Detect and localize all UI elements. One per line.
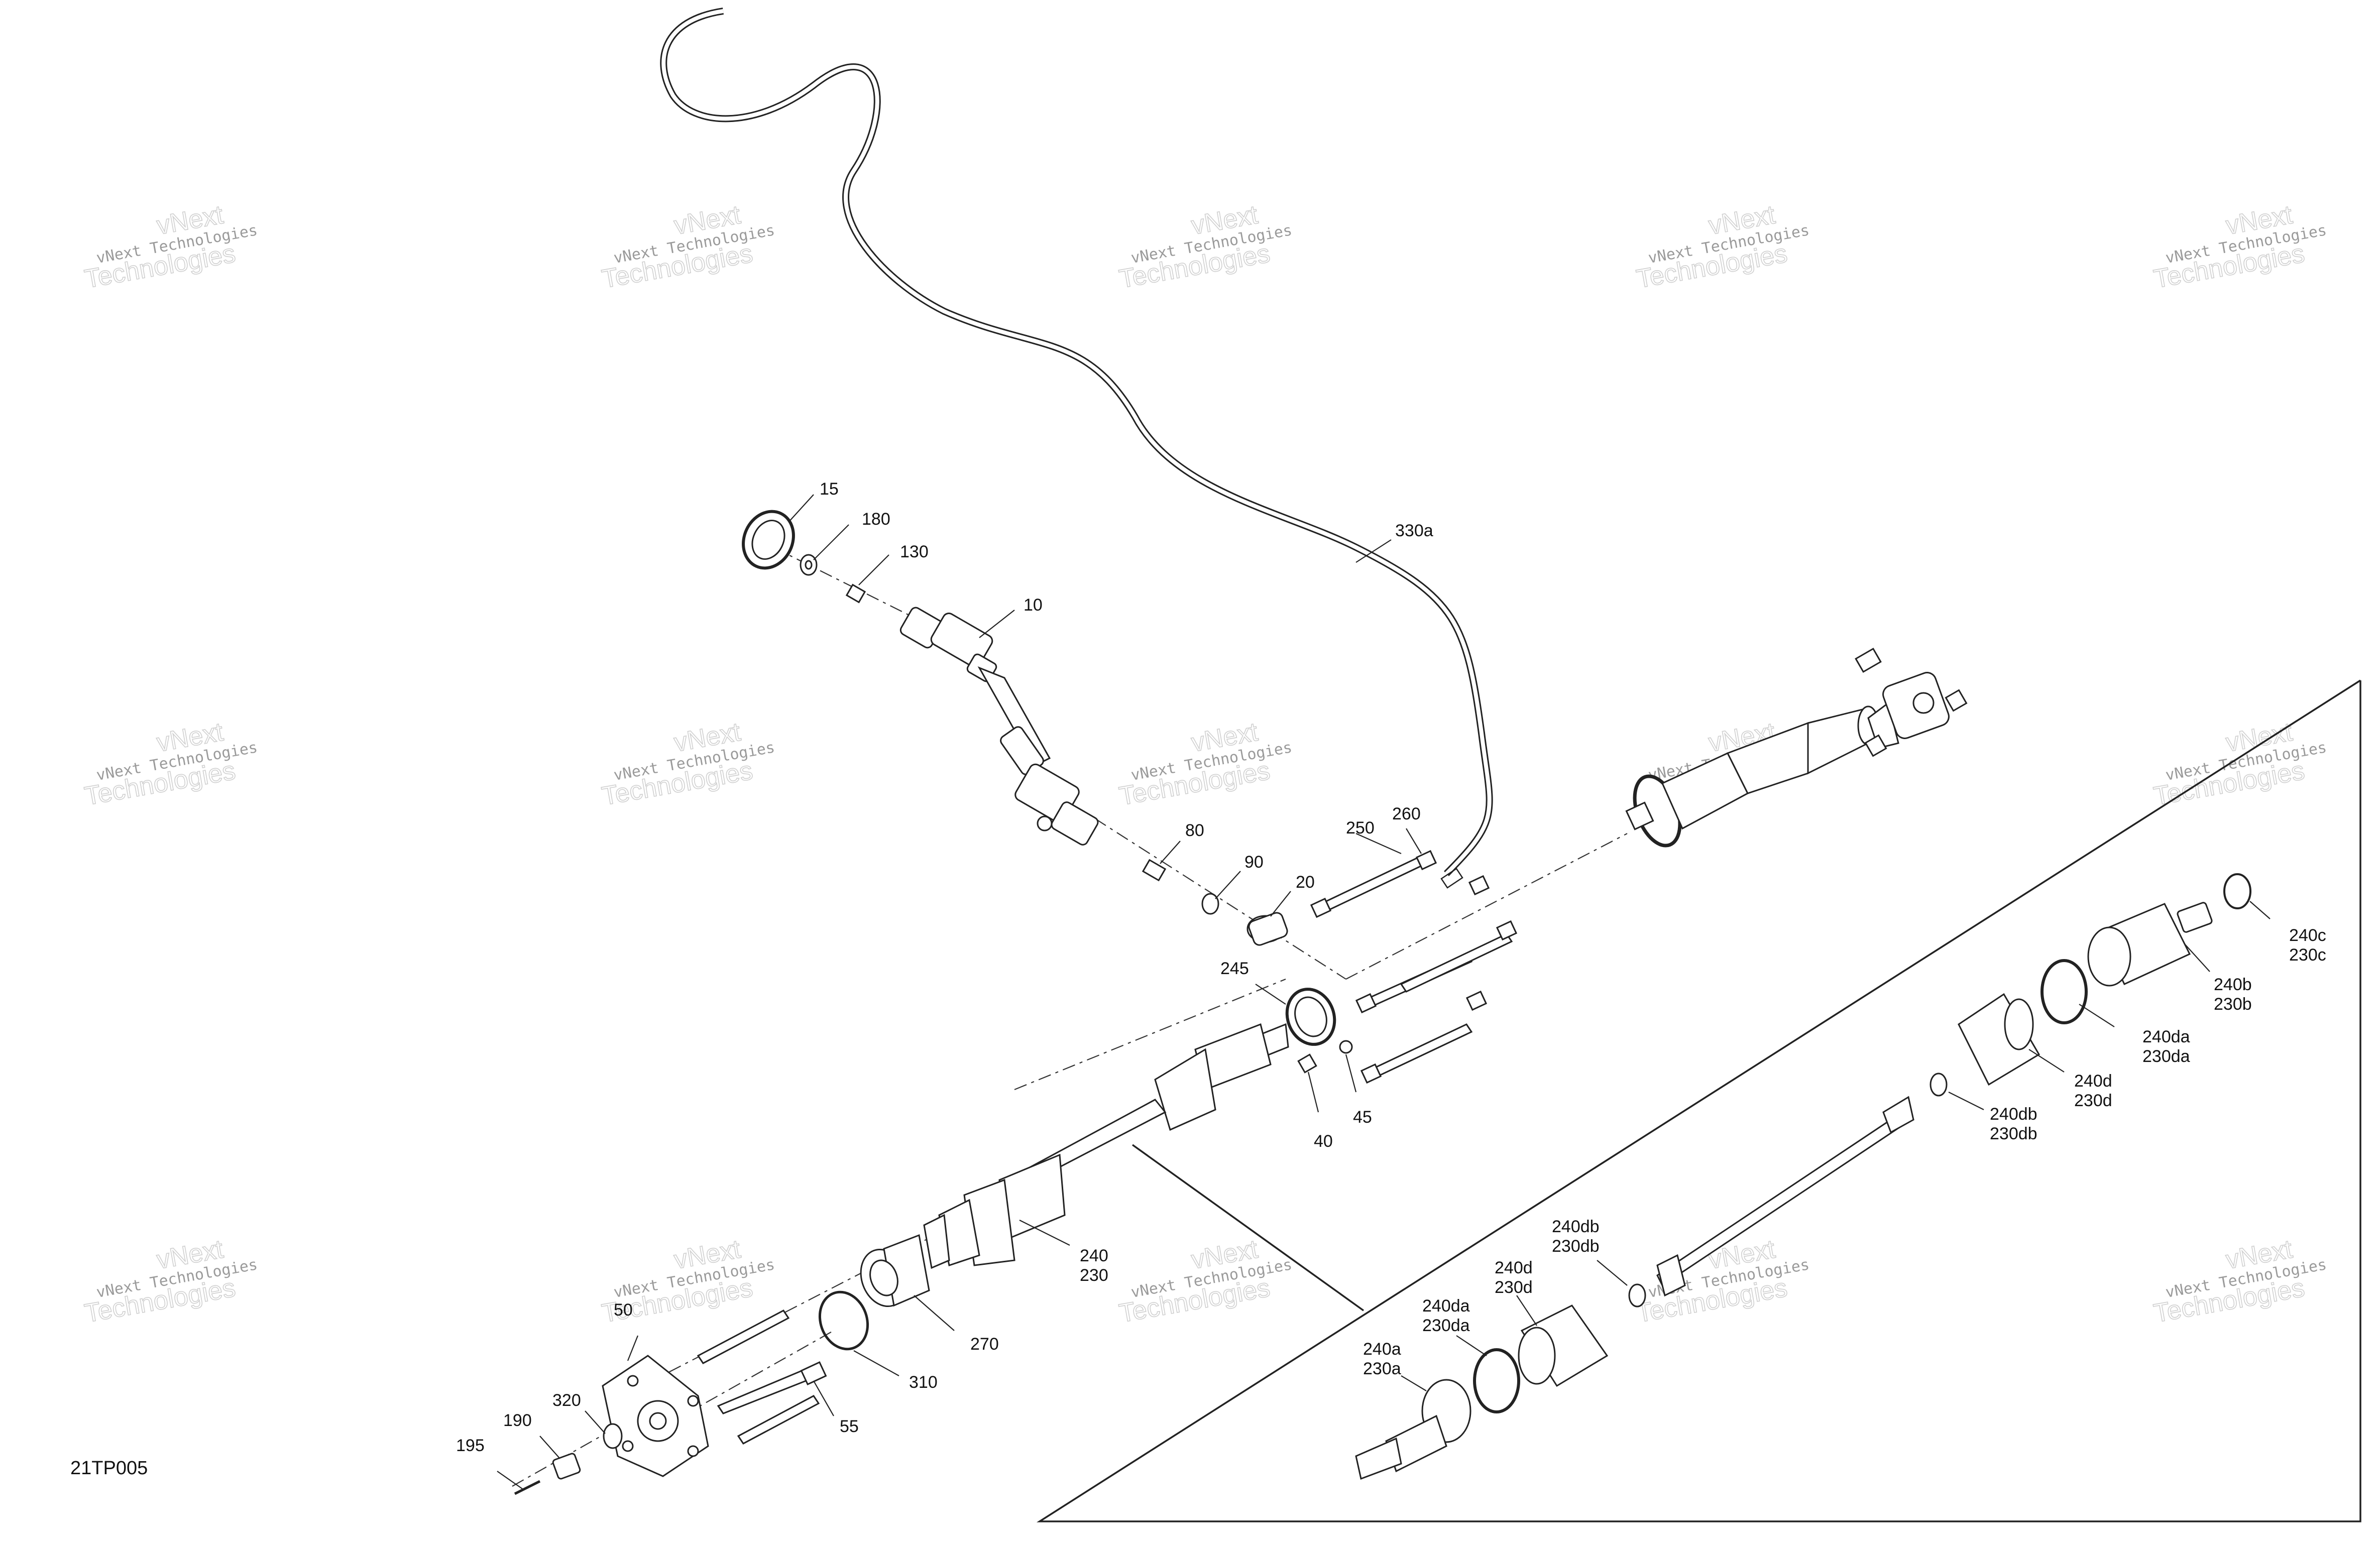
nut-190 [552,1453,581,1480]
callout-330a: 330a [1395,521,1433,540]
callout-260: 260 [1392,804,1421,823]
drawing-id: 21TP005 [70,1458,148,1479]
inset-axle-shaft [1656,1096,1914,1297]
hub-50 [602,1355,709,1477]
seal-15 [742,510,795,570]
callout-190: 190 [503,1411,532,1430]
inset-boot-240d-left [1518,1304,1609,1387]
hose-330a [660,8,1493,889]
clip-45 [1339,1040,1353,1054]
inset-clamp-240db-right [1930,1073,1948,1097]
bearing-270 [860,1234,930,1308]
detail-inset-frame [1036,679,2361,1522]
washer-90 [1201,893,1219,915]
callout-50: 50 [614,1300,633,1320]
snap-ring-310 [818,1290,869,1351]
nuts-260 [1415,850,1518,1011]
inset-clamp-240da-left [1473,1348,1520,1413]
callout-250: 250 [1346,818,1375,838]
bolt-80 [1142,859,1167,882]
callout-15: 15 [820,480,839,499]
callout-80: 80 [1185,821,1204,840]
callout-245: 245 [1220,959,1249,978]
callout-180: 180 [862,510,890,529]
inset-boot-ring-240c [2223,873,2251,909]
seal-245 [1285,988,1336,1046]
callout-40: 40 [1314,1132,1333,1151]
propeller-shaft-10 [899,607,1099,846]
callout-labels: 15 180 130 10 330a 80 90 20 250 260 245 … [456,480,2326,1455]
callout-10: 10 [1024,596,1043,615]
inset-clamp-240db-left [1628,1283,1646,1308]
callout-20: 20 [1296,873,1315,892]
callout-270: 270 [970,1335,999,1354]
callout-45: 45 [1353,1108,1372,1127]
inset-boot-240d-right [1958,993,2041,1086]
inset-cv-housing-240b [2087,902,2213,987]
bushing-20 [1246,912,1288,946]
callout-55: 55 [840,1417,859,1436]
inset-cv-joint-240a [1355,1379,1471,1480]
nut-40 [1297,1053,1317,1074]
bolt-130 [845,583,866,604]
washer-320 [603,1423,623,1449]
callout-130: 130 [900,542,929,561]
driveshaft-240 [923,1023,1289,1269]
studs-55 [697,1310,827,1445]
driveshaft-rear-right [1625,647,1968,848]
callout-90: 90 [1244,853,1264,872]
cotter-pin-195 [514,1480,541,1495]
callout-320: 320 [552,1391,581,1410]
callout-195: 195 [456,1436,485,1455]
assembly-axes [512,547,1628,1487]
bolts-250 [1310,853,1513,1084]
washer-180 [800,554,818,576]
callout-310: 310 [909,1373,938,1392]
inset-clamp-240da-right [2041,959,2088,1024]
leader-lines [497,494,2271,1489]
